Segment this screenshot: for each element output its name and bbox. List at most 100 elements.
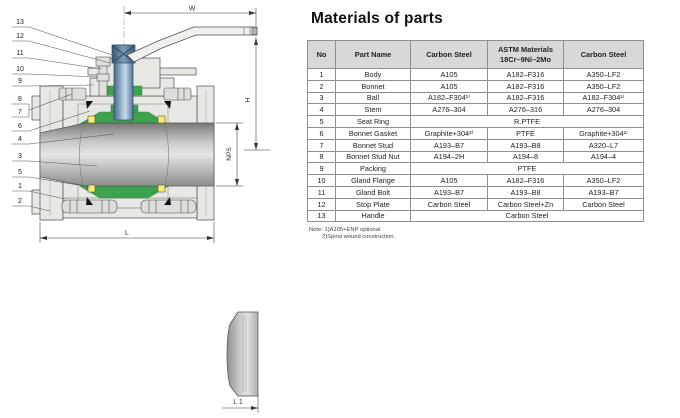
callout-8: 8 <box>18 96 22 103</box>
row-no: 7 <box>307 138 336 152</box>
dimension-lines: W H NPS <box>39 6 270 243</box>
part-name-cell: Bonnet Stud <box>335 138 411 152</box>
material-cell: PTFE <box>410 162 644 176</box>
material-cell: A182–F316 <box>487 174 564 187</box>
callout-5: 5 <box>18 169 22 176</box>
gland-bolt <box>95 56 111 97</box>
material-cell: A320–L7 <box>563 138 644 152</box>
material-cell: A193–B8 <box>487 185 564 199</box>
ball-edge-arc <box>79 123 84 187</box>
callout-4: 4 <box>18 136 22 143</box>
callout-6: 6 <box>18 123 22 130</box>
row-no: 3 <box>307 91 336 105</box>
material-cell: R.PTFE <box>410 115 644 128</box>
material-cell: Graphite+304²⁾ <box>563 126 644 140</box>
callout-2: 2 <box>18 198 22 205</box>
part-name-cell: Body <box>335 68 411 81</box>
material-cell: A276–304 <box>410 103 488 117</box>
materials-table: No Part Name Carbon Steel ASTM Materials… <box>307 40 644 223</box>
dim-label-l1: L 1 <box>233 399 243 406</box>
dimension-w: W <box>124 6 257 26</box>
row-no: 10 <box>307 174 336 187</box>
callout-12: 12 <box>16 33 24 40</box>
dimension-h: H <box>244 37 270 151</box>
dim-label-nps: NPS <box>226 147 233 161</box>
row-no: 13 <box>307 209 336 223</box>
material-cell: A194–4 <box>563 150 644 164</box>
row-no: 2 <box>307 79 336 93</box>
row-no: 8 <box>307 150 336 164</box>
part-name-cell: Stem <box>335 103 411 117</box>
page-title: Materials of parts <box>311 10 443 27</box>
body-stud-bolts <box>61 199 197 214</box>
dimension-l: L <box>39 222 215 243</box>
material-cell: A182–F316 <box>487 91 564 105</box>
table-notes: Note: 1)A105+ENP optional 2)Spiral wound… <box>309 227 395 241</box>
part-name-cell: Bonnet <box>335 79 411 93</box>
material-cell: A105 <box>410 68 488 81</box>
row-no: 5 <box>307 115 336 128</box>
note-line-2: 2)Spiral wound construction. <box>322 234 396 241</box>
material-cell: A182–F316 <box>487 68 564 81</box>
material-cell: Carbon Steel <box>410 197 488 211</box>
part-name-cell: Stop Plate <box>335 197 411 211</box>
row-no: 9 <box>307 162 336 176</box>
row-no: 12 <box>307 197 336 211</box>
callout-numbers: 13 12 11 10 9 8 7 6 4 3 5 1 2 <box>16 19 24 205</box>
callout-7: 7 <box>18 109 22 116</box>
material-cell: PTFE <box>487 126 564 140</box>
section-marks <box>86 101 171 205</box>
bonnet-stud-bolts <box>58 87 192 101</box>
material-cell: A193–B7 <box>410 138 488 152</box>
part-name-cell: Ball <box>335 91 411 105</box>
material-cell: A193–B7 <box>410 185 488 199</box>
callout-10: 10 <box>16 66 24 73</box>
note-line-1: Note: 1)A105+ENP optional <box>309 227 381 233</box>
material-cell: A350–LF2 <box>563 68 644 81</box>
dimension-l1: L 1 <box>222 396 259 413</box>
material-cell: A182–F316 <box>487 79 564 93</box>
material-cell: A276–304 <box>563 103 644 117</box>
valve-cross-section-diagram: W H NPS <box>12 6 270 413</box>
row-no: 6 <box>307 126 336 140</box>
dim-label-w: W <box>189 6 196 13</box>
part-name-cell: Bonnet Stud Nut <box>335 150 411 164</box>
row-no: 11 <box>307 185 336 199</box>
material-cell: A193–B7 <box>563 185 644 199</box>
material-cell: Carbon Steel+Zn <box>487 197 564 211</box>
material-cell: Graphite+304²⁾ <box>410 126 488 140</box>
material-cell: A350–LF2 <box>563 174 644 187</box>
row-no: 1 <box>307 68 336 81</box>
material-cell: A194–2H <box>410 150 488 164</box>
material-cell: A276–316 <box>487 103 564 117</box>
ball-edge-arc <box>164 123 169 187</box>
handle <box>126 26 258 63</box>
dim-label-h: H <box>245 97 252 102</box>
callout-11: 11 <box>16 50 23 57</box>
header-part-name: Part Name <box>335 40 411 69</box>
material-cell: A182–F304¹⁾ <box>563 91 644 105</box>
part-name-cell: Packing <box>335 162 411 176</box>
material-cell: Carbon Steel <box>410 209 644 223</box>
material-cell: A350–LF2 <box>563 79 644 93</box>
material-cell: A193–B8 <box>487 138 564 152</box>
header-astm: ASTM Materials 18Cr–9Ni–2Mo <box>487 40 564 69</box>
part-name-cell: Gland Flange <box>335 174 411 187</box>
callout-9: 9 <box>18 78 22 85</box>
header-astm-line1: ASTM Materials <box>497 45 554 55</box>
part-name-cell: Gland Bolt <box>335 185 411 199</box>
part-name-cell: Bonnet Gasket <box>335 126 411 140</box>
